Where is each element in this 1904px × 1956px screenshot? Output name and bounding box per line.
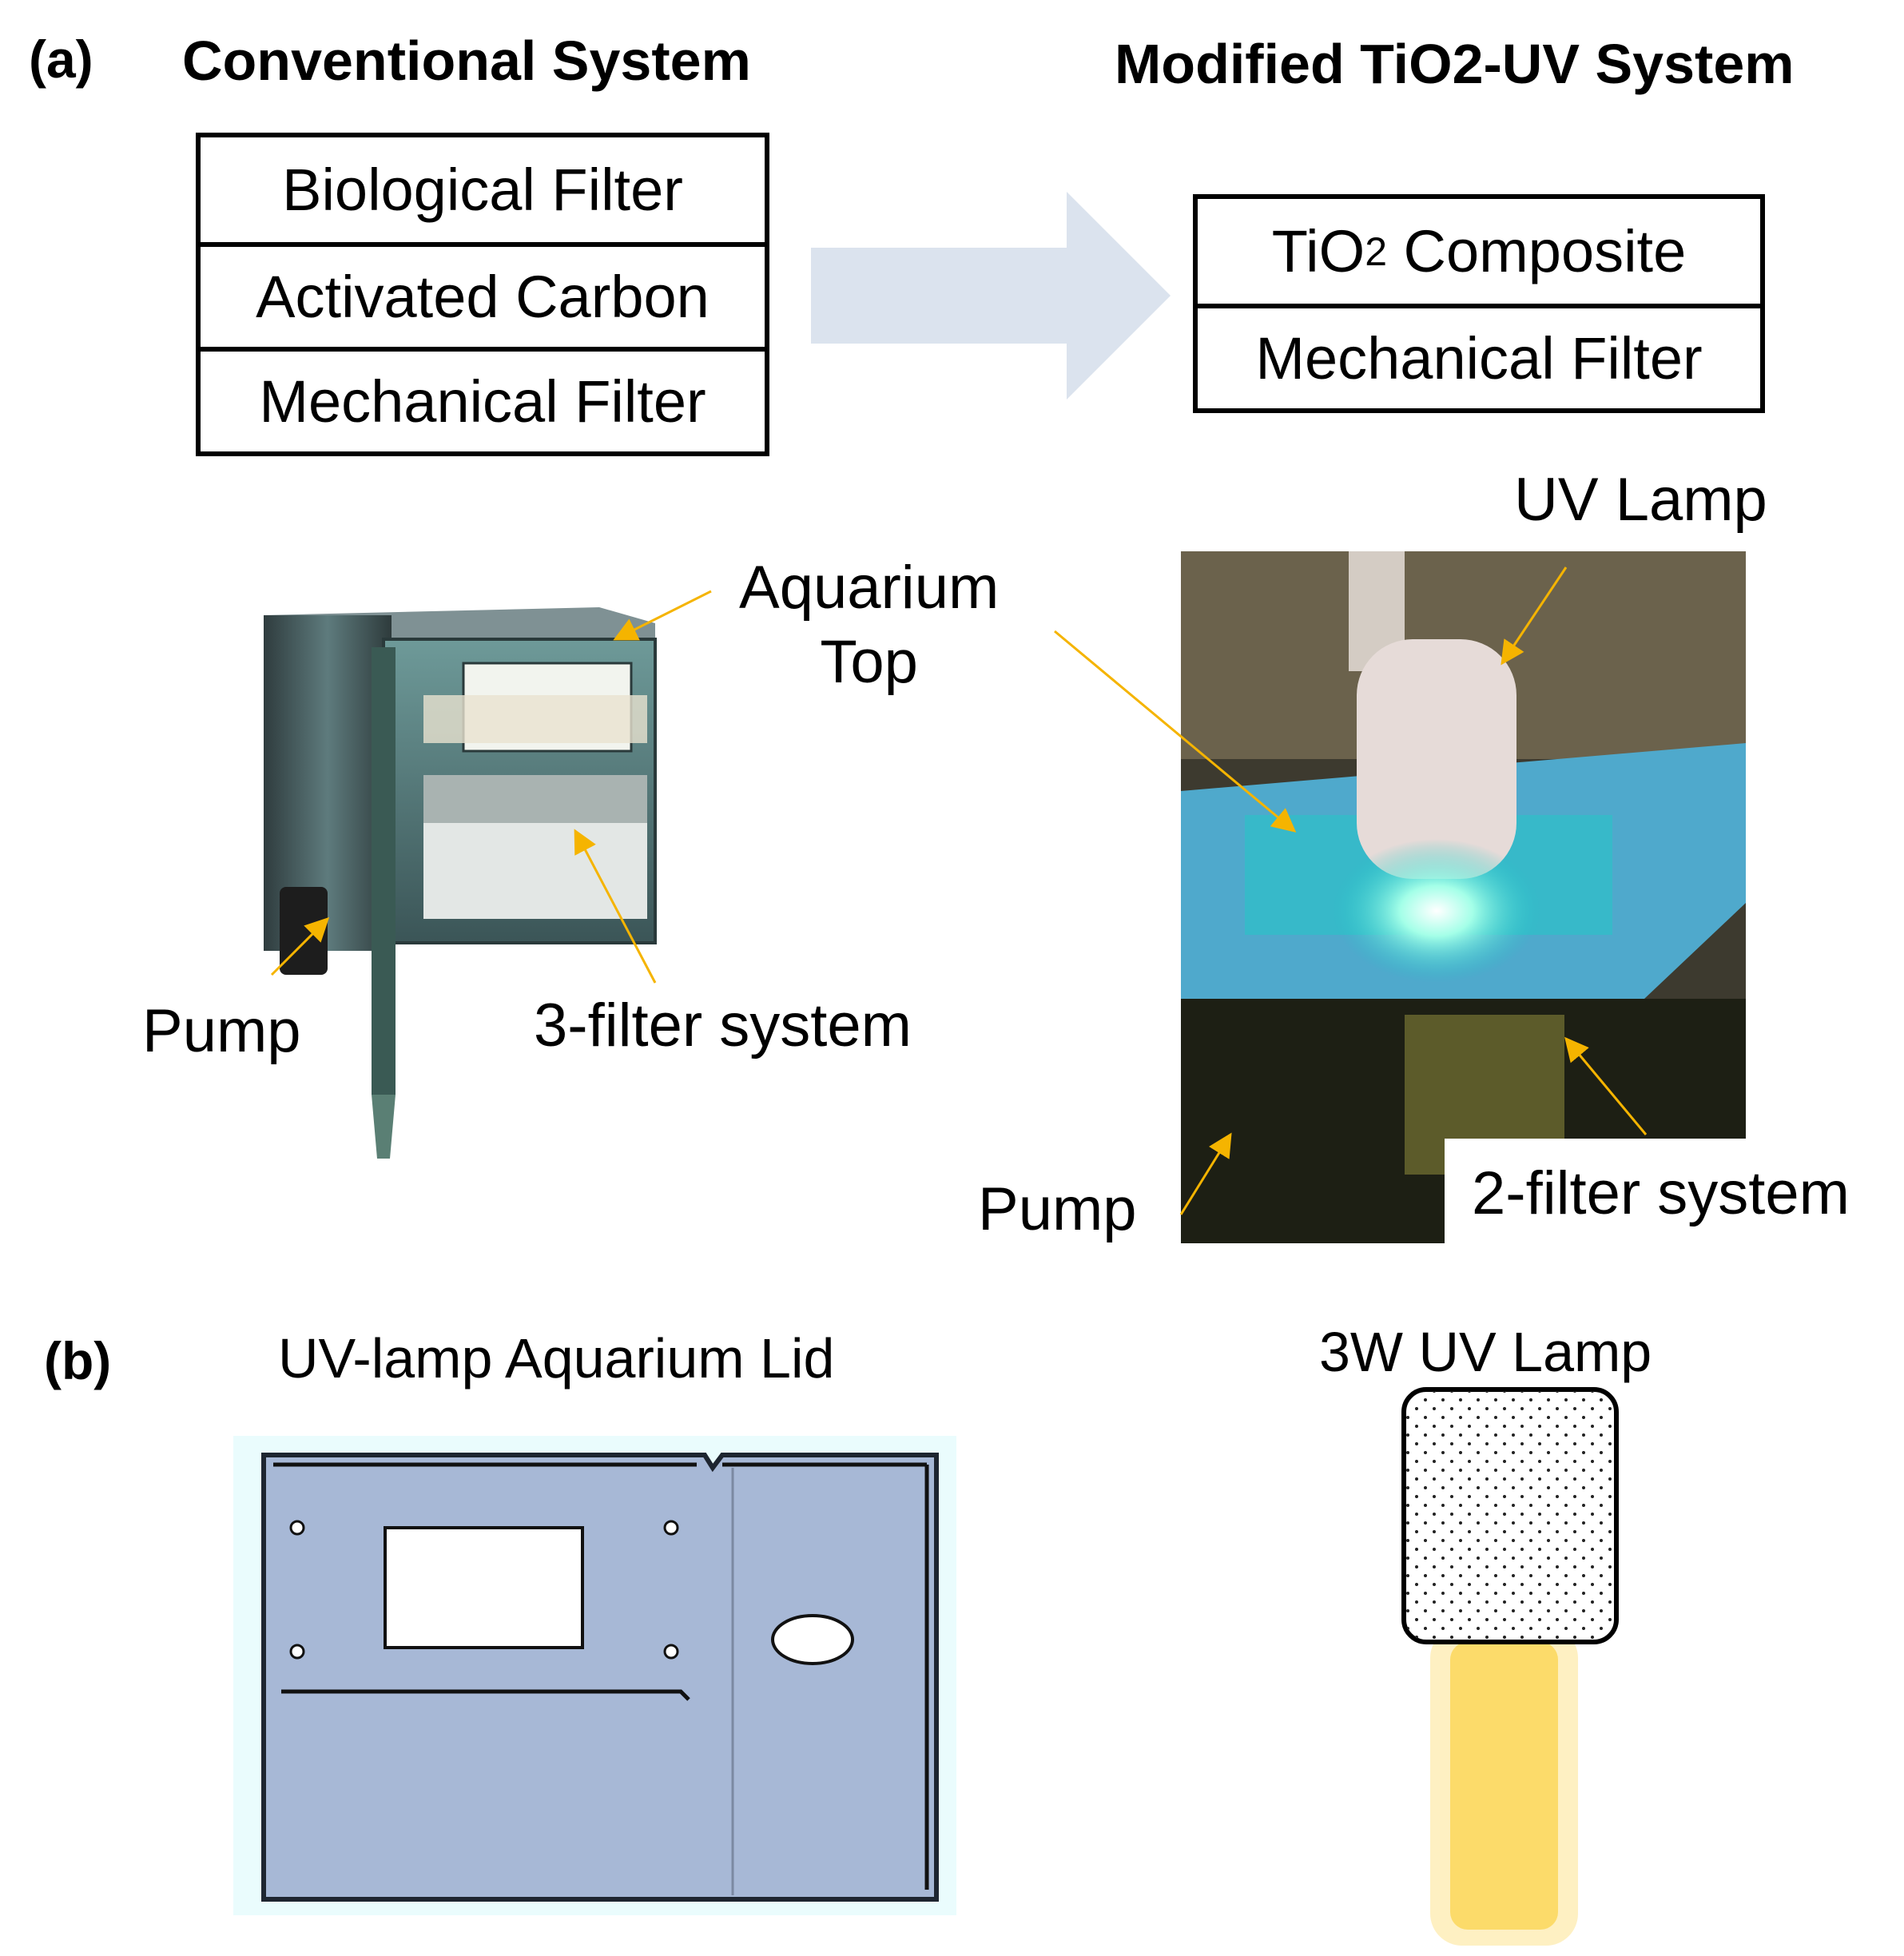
uv-lamp-label: UV Lamp — [1514, 466, 1767, 534]
modified-system-photo — [1181, 551, 1746, 1243]
two-filter-label: 2-filter system — [1472, 1159, 1850, 1227]
three-filter-label: 3-filter system — [534, 992, 912, 1060]
activated-carbon-layer: Activated Carbon — [201, 242, 765, 347]
uv-lamp-drawing — [1401, 1387, 1619, 1946]
panel-b-label: (b) — [44, 1331, 112, 1390]
arrow-two-filter — [1564, 1036, 1648, 1135]
conventional-filter-stack: Biological Filter Activated Carbon Mecha… — [196, 133, 769, 456]
conventional-filter-photo — [264, 607, 657, 1159]
tio2-rest-text: Composite — [1387, 218, 1687, 284]
mechanical-filter-layer: Mechanical Filter — [201, 347, 765, 451]
transition-arrow — [811, 192, 1171, 400]
arrow-aquarium-top-left — [613, 590, 712, 641]
aquarium-top-label: Aquarium Top — [739, 551, 999, 699]
modified-system-title: Modified TiO2-UV System — [1115, 33, 1795, 95]
arrow-pump-left — [270, 916, 330, 976]
callout-arrows — [270, 567, 1648, 1215]
pump-label-right: Pump — [978, 1175, 1137, 1243]
arrow-uv-lamp — [1501, 567, 1568, 666]
arrow-pump-right — [1179, 1132, 1232, 1215]
arrow-three-filter — [574, 829, 657, 984]
tio2-subscript: 2 — [1365, 229, 1387, 274]
lamp-title: 3W UV Lamp — [1319, 1321, 1652, 1383]
lid-title: UV-lamp Aquarium Lid — [278, 1327, 835, 1389]
aquarium-top-line1: Aquarium — [739, 554, 1000, 622]
panel-a-label: (a) — [29, 30, 93, 89]
tio2-main-text: TiO — [1271, 218, 1365, 284]
conventional-system-title: Conventional System — [182, 30, 751, 92]
aquarium-top-line2: Top — [820, 627, 918, 696]
aquarium-lid-drawing — [233, 1436, 956, 1915]
mechanical-filter-layer-modified: Mechanical Filter — [1198, 304, 1760, 408]
pump-label-left: Pump — [142, 997, 301, 1065]
arrow-aquarium-top-right — [1054, 630, 1297, 833]
biological-filter-layer: Biological Filter — [282, 157, 683, 223]
